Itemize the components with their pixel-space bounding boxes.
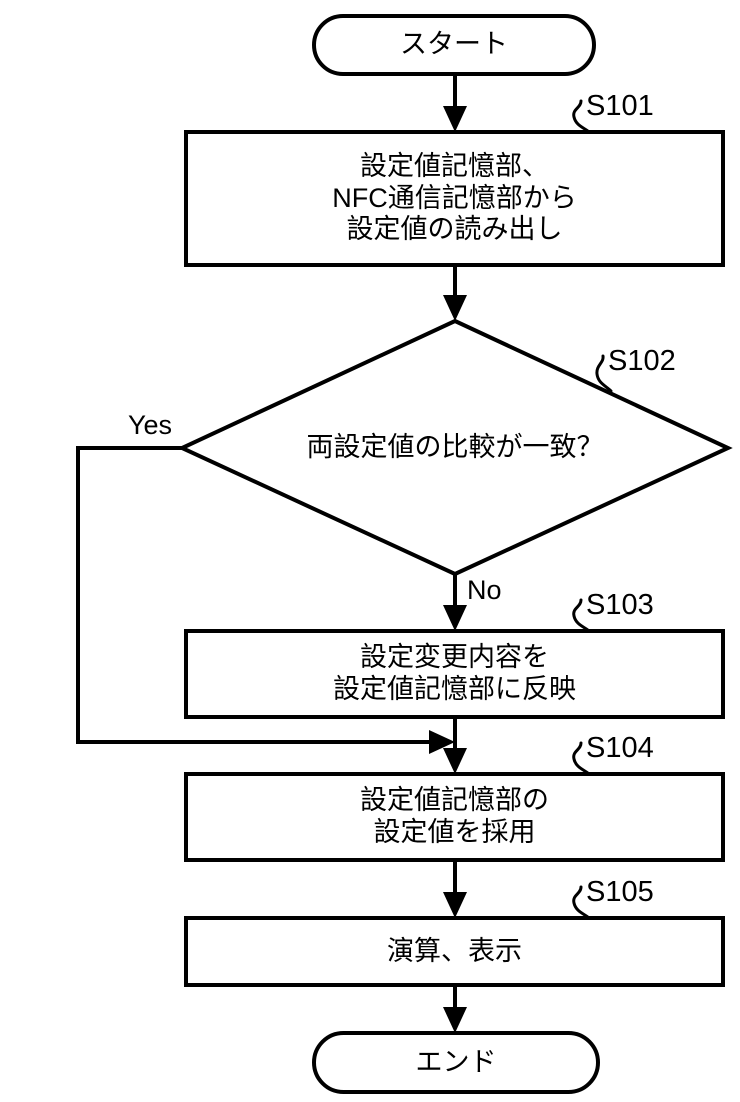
step-label-s104: S104 — [586, 732, 654, 764]
branch-label-no: No — [467, 575, 502, 605]
s103-process-shape — [184, 629, 725, 719]
branch-label-yes: Yes — [128, 410, 173, 440]
s104-leader-line — [572, 741, 591, 776]
s101-leader-line — [572, 99, 591, 134]
s101-process-shape — [184, 130, 725, 267]
arrowhead-s101-to-s102 — [443, 295, 467, 321]
s105-leader-line — [572, 885, 591, 920]
arrowhead-s105-to-end — [443, 1007, 467, 1033]
step-label-s101: S101 — [586, 90, 654, 122]
arrowhead-s103-to-s104 — [443, 748, 467, 774]
arrowhead-start-to-s101 — [443, 106, 467, 132]
arrowhead-yes-branch — [429, 730, 455, 754]
arrowhead-no-branch — [443, 605, 467, 631]
s103-leader-line — [572, 598, 591, 633]
step-label-s103: S103 — [586, 589, 654, 621]
s102-leader-line — [595, 354, 613, 393]
step-label-s102: S102 — [608, 345, 676, 377]
start-terminator-shape — [312, 14, 596, 76]
s105-process-shape — [184, 916, 725, 987]
s104-process-shape — [184, 772, 725, 862]
end-terminator-shape — [312, 1031, 600, 1094]
connector-yes-branch — [76, 446, 440, 744]
step-label-s105: S105 — [586, 876, 654, 908]
arrowhead-s104-to-s105 — [443, 892, 467, 918]
